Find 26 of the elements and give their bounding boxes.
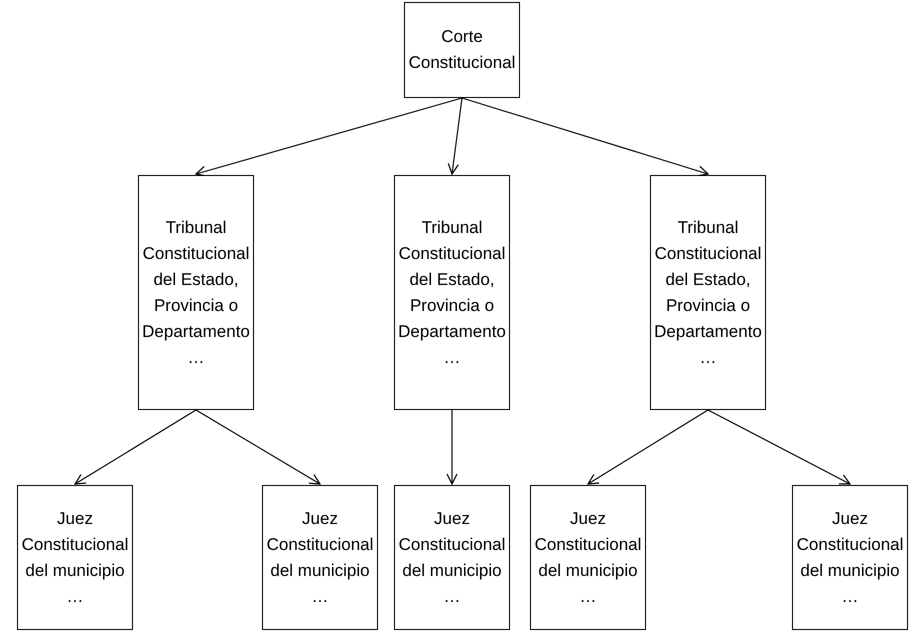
process-box [262,485,378,630]
process-box [530,485,646,630]
arrow [587,410,708,485]
box-text: Juez Constitucional del municipio … [266,508,374,608]
box-text: Juez Constitucional del municipio … [22,508,128,608]
process-box [17,485,133,630]
arrow [462,97,709,176]
process-box [792,485,908,630]
box-text: Tribunal Constitucional del Estado, Provincia o Departamento … [142,216,250,368]
process-box [394,485,510,630]
process-box [138,175,254,410]
arrow [74,410,196,485]
arrow [446,410,458,485]
arrow [195,97,462,177]
box-text: Corte Constitucional [408,26,516,74]
arrow [196,410,321,485]
box-text: Tribunal Constitucional del Estado, Provincia o Departamento … [398,216,506,368]
box-text: Tribunal Constitucional del Estado, Provincia o Departamento … [654,216,762,368]
arrow [708,410,851,485]
process-box [394,175,510,410]
arrow [448,98,463,175]
box-text: Juez Constitucional del municipio … [398,508,506,608]
box-text: Juez Constitucional del municipio … [796,508,904,608]
process-box [650,175,766,410]
box-text: Juez Constitucional del municipio … [534,508,642,608]
process-box [404,2,520,98]
